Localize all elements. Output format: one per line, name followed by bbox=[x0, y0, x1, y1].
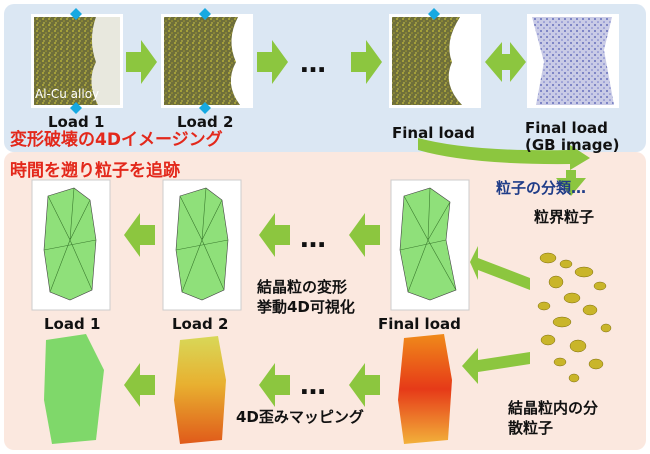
top-ellipsis: … bbox=[300, 49, 326, 79]
arrow-grain-final-ellipsis bbox=[349, 213, 380, 257]
bottom-label-load2: Load 2 bbox=[172, 315, 228, 333]
grain-final bbox=[390, 179, 470, 311]
alloy-label: Al-Cu alloy bbox=[35, 87, 99, 101]
intragranular-line2: 散粒子 bbox=[508, 419, 553, 437]
top-arrows bbox=[126, 40, 526, 84]
sample-final bbox=[389, 14, 481, 108]
sample-load2 bbox=[161, 14, 253, 108]
strain-load1 bbox=[44, 334, 104, 444]
strain-final bbox=[398, 334, 452, 444]
bottom-label-load1: Load 1 bbox=[44, 315, 100, 333]
particle-cluster bbox=[537, 252, 612, 383]
arrow-load2-ellipsis bbox=[257, 40, 288, 84]
arrow-load1-load2 bbox=[126, 40, 157, 84]
arrow-strain-2-1 bbox=[124, 363, 155, 407]
gb-particles-label: 粒界粒子 bbox=[534, 208, 594, 226]
strain-load2 bbox=[174, 336, 226, 444]
top-title: 変形破壊の4Dイメージング bbox=[10, 129, 223, 150]
bottom-arrows bbox=[124, 213, 530, 407]
grain-label-line2: 挙動4D可視化 bbox=[256, 298, 355, 316]
bottom-ellipsis-strain: … bbox=[300, 371, 326, 401]
strain-label: 4D歪みマッピング bbox=[236, 408, 364, 426]
diamond-markers bbox=[70, 8, 440, 114]
intragranular-line1: 結晶粒内の分 bbox=[508, 399, 598, 417]
bottom-label-final: Final load bbox=[378, 315, 461, 333]
arrow-intra-to-strain bbox=[462, 348, 530, 384]
top-label-final: Final load bbox=[392, 124, 475, 142]
arrow-strain-ellipsis-2 bbox=[259, 363, 290, 407]
sample-load1 bbox=[31, 14, 123, 108]
arrow-grain-ellipsis-2 bbox=[259, 213, 290, 257]
arrow-grain-2-1 bbox=[124, 213, 155, 257]
bottom-title: 時間を遡り粒子を追跡 bbox=[10, 160, 180, 181]
top-label-gb-line2: (GB image) bbox=[525, 136, 619, 154]
sample-gb-image bbox=[527, 14, 619, 108]
top-label-load2: Load 2 bbox=[177, 113, 233, 131]
arrow-strain-final-ellipsis bbox=[349, 363, 380, 407]
arrow-ellipsis-final bbox=[351, 40, 382, 84]
classify-label: 粒子の分類… bbox=[496, 179, 586, 197]
grain-load2 bbox=[162, 179, 242, 311]
top-label-load1: Load 1 bbox=[48, 113, 104, 131]
arrow-gb-to-grain bbox=[470, 246, 530, 290]
grain-label-line1: 結晶粒の変形 bbox=[257, 278, 347, 296]
double-arrow-final-gb bbox=[485, 42, 526, 82]
grain-load1 bbox=[31, 179, 111, 311]
bottom-panel bbox=[4, 152, 646, 450]
arrow-to-classify bbox=[418, 138, 590, 196]
top-label-gb-line1: Final load bbox=[525, 119, 608, 137]
bottom-ellipsis-grain: … bbox=[300, 224, 326, 254]
